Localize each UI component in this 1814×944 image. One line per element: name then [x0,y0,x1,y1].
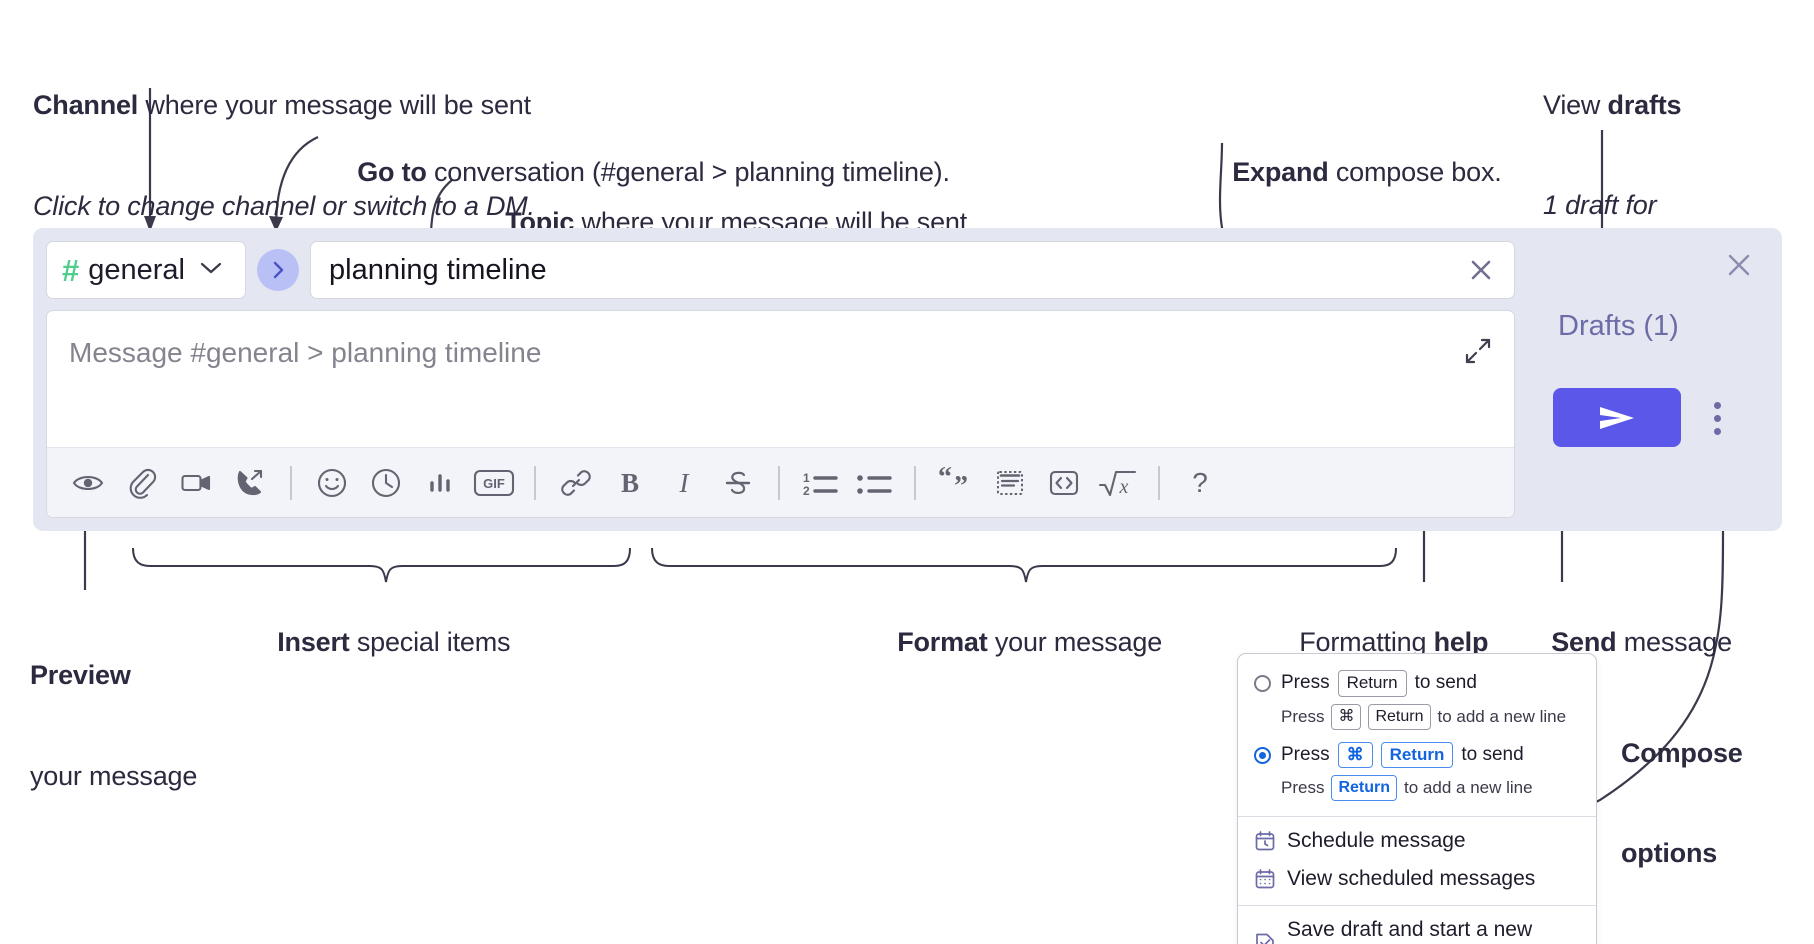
blockquote-icon[interactable]: “ ” [929,456,983,510]
annotation-channel: Channel where your message will be sent … [33,89,535,221]
annotation-send: Send message [1551,627,1732,658]
radio-unselected[interactable] [1254,674,1271,692]
go-to-conversation-button[interactable] [257,249,299,291]
compose-main: # general planning timeline [46,241,1515,518]
calendar-grid-icon [1254,868,1276,890]
key-return: Return [1368,703,1431,730]
key-return: Return [1337,670,1407,697]
code-block-icon[interactable] [1037,456,1091,510]
annotation-help: Formatting help [1299,627,1489,658]
clock-icon[interactable] [359,456,413,510]
hint-tail: to add a new line [1437,706,1567,726]
math-icon[interactable]: x [1091,456,1145,510]
option-press-cmd-return-to-send[interactable]: Press ⌘ Return to send [1238,738,1596,773]
video-icon[interactable] [169,456,223,510]
option-1-hint: Press ⌘ Return to add a new line [1238,701,1596,738]
annotation-preview: Preview your message [30,659,198,791]
annotation-insert: Insert special items [277,627,511,658]
key-command: ⌘ [1337,741,1373,769]
option-2-hint: Press Return to add a new line [1238,772,1596,809]
svg-text:”: ” [954,471,968,500]
radio-selected[interactable] [1254,746,1271,764]
message-input[interactable]: Message #general > planning timeline [47,311,1514,447]
svg-text:1: 1 [803,471,810,485]
message-placeholder: Message #general > planning timeline [69,337,542,368]
hint-press: Press [1281,778,1325,798]
audio-huddle-icon[interactable] [223,456,277,510]
menu-item-label: Schedule message [1287,829,1466,853]
option-label-tail: to send [1414,672,1477,694]
menu-divider [1238,905,1596,907]
option-label-tail: to send [1461,744,1524,765]
gif-icon[interactable]: GIF [467,456,521,510]
key-return: Return [1380,741,1454,769]
menu-item-save-draft[interactable]: Save draft and start a new message [1238,911,1596,944]
menu-item-label: View scheduled messages [1287,867,1536,891]
hint-press: Press [1281,706,1325,726]
code-icon[interactable] [983,456,1037,510]
help-icon[interactable]: ? [1173,456,1227,510]
calendar-clock-icon [1254,830,1276,852]
emoji-icon[interactable] [305,456,359,510]
hash-icon: # [62,252,80,288]
option-label-press: Press [1281,744,1330,765]
annotation-compose-options: Compose options menu [1621,737,1743,944]
compose-options-menu: Press Return to send Press ⌘ Return to a… [1237,653,1597,944]
compose-box: # general planning timeline [33,228,1782,531]
annotation-expand: Expand compose box. [1232,157,1502,188]
separator-1 [290,465,292,500]
channel-name: general [88,253,185,286]
close-icon[interactable] [1462,251,1500,289]
channel-selector[interactable]: # general [46,241,246,299]
strikethrough-icon[interactable] [711,456,765,510]
option-label-press: Press [1281,672,1330,694]
bold-icon[interactable]: B [603,456,657,510]
compose-right-rail: Drafts (1) [1516,228,1782,531]
separator-2 [534,465,536,500]
ordered-list-icon[interactable]: 1 2 [793,456,847,510]
separator-4 [914,465,916,500]
message-input-container: Message #general > planning timeline [46,310,1515,518]
separator-5 [1158,465,1160,500]
separator-3 [778,465,780,500]
menu-item-view-scheduled-messages[interactable]: View scheduled messages [1238,860,1596,898]
italic-icon[interactable]: I [657,456,711,510]
chevron-down-icon [200,261,222,280]
svg-text:x: x [1119,476,1129,498]
drafts-link[interactable]: Drafts (1) [1558,310,1679,342]
svg-text:B: B [621,468,639,498]
menu-divider [1238,816,1596,818]
save-draft-icon [1254,931,1276,944]
annotation-format: Format your message [897,627,1163,658]
menu-item-schedule-message[interactable]: Schedule message [1238,822,1596,860]
preview-icon[interactable] [61,456,115,510]
svg-text:2: 2 [803,484,810,498]
poll-icon[interactable] [413,456,467,510]
hint-tail: to add a new line [1404,778,1533,798]
topic-value: planning timeline [329,253,547,286]
svg-text:GIF: GIF [483,476,505,491]
option-press-return-to-send[interactable]: Press Return to send [1238,666,1596,701]
send-button[interactable] [1553,388,1681,447]
close-icon[interactable] [1720,246,1758,284]
menu-item-label: Save draft and start a new message [1287,918,1533,944]
key-command: ⌘ [1331,703,1362,730]
topic-input[interactable]: planning timeline [310,241,1515,299]
compose-options-button[interactable] [1700,392,1734,444]
attachment-icon[interactable] [115,456,169,510]
svg-text:?: ? [1192,467,1208,498]
link-icon[interactable] [549,456,603,510]
svg-text:“: “ [938,466,952,493]
bulleted-list-icon[interactable] [847,456,901,510]
key-return: Return [1331,775,1398,802]
compose-top-row: # general planning timeline [46,241,1515,299]
annotation-goto: Go to conversation (#general > planning … [357,157,950,188]
svg-text:I: I [679,468,691,498]
expand-icon[interactable] [1460,333,1496,369]
formatting-toolbar: GIF B [47,447,1514,517]
